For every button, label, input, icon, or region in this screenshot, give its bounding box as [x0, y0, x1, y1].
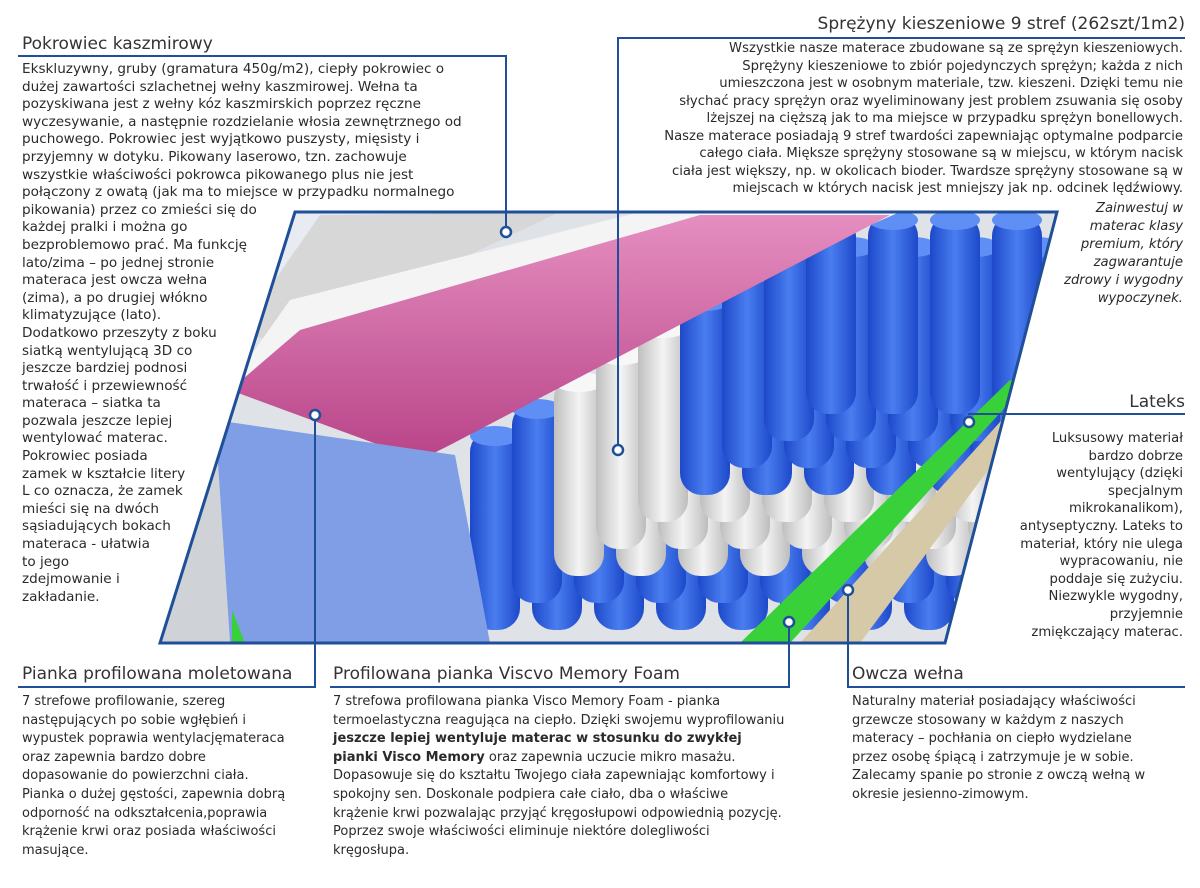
cover-callout-line: [18, 55, 507, 57]
visco-text-bold: jeszcze lepiej wentyluje materac w stosu…: [333, 731, 742, 765]
latex-callout-line: [968, 413, 1185, 415]
springs-text: Wszystkie nasze materace zbudowane są ze…: [664, 41, 1183, 196]
springs-callout-line: [617, 37, 1185, 39]
visco-callout-line: [330, 686, 790, 688]
springs-slogan: Zainwestuj w materac klasy premium, któr…: [1064, 201, 1183, 306]
visco-dot: [782, 615, 796, 629]
profiled-foam-title: Pianka profilowana moletowana: [22, 664, 293, 684]
pocket-spring: [764, 241, 814, 441]
springs-title: Sprężyny kieszeniowe 9 stref (262szt/1m2…: [817, 14, 1185, 34]
pocket-spring: [930, 214, 980, 414]
pocket-spring: [680, 295, 730, 495]
cover-title: Pokrowiec kaszmirowy: [22, 34, 213, 54]
wool-callout-line: [847, 590, 849, 688]
pocket-spring: [722, 268, 772, 468]
pocket-spring-top: [930, 212, 980, 230]
wool-dot: [841, 583, 855, 597]
visco-text-intro: 7 strefowa profilowana pianka Visco Memo…: [333, 694, 785, 728]
springs-dot: [611, 443, 625, 457]
pocket-spring: [806, 214, 856, 414]
pocket-spring-top: [992, 212, 1042, 230]
profiled-foam-callout-line: [18, 686, 316, 688]
wool-title: Owcza wełna: [852, 664, 964, 684]
visco-callout-line: [788, 622, 790, 688]
wool-text: Naturalny materiał posiadający właściwoś…: [852, 694, 1146, 802]
pocket-spring: [512, 403, 562, 603]
profiled-foam-dot: [308, 408, 322, 422]
latex-text: Luksusowy materiał bardzo dobrze wentylu…: [1019, 431, 1183, 640]
profiled-foam-callout-line: [314, 416, 316, 688]
latex-title: Lateks: [1129, 392, 1185, 412]
pocket-spring-top: [470, 426, 520, 446]
visco-text: 7 strefowa profilowana pianka Visco Memo…: [333, 693, 833, 860]
pocket-spring: [868, 214, 918, 414]
visco-title: Profilowana pianka Viscvo Memory Foam: [333, 664, 680, 684]
pocket-spring: [554, 376, 604, 576]
cover-dot: [499, 225, 513, 239]
visco-text-rest: oraz zapewnia uczucie mikro masażu. Dopa…: [333, 749, 782, 858]
cover-text: Ekskluzywny, gruby (gramatura 450g/m2), …: [22, 61, 462, 605]
cover-callout-line: [505, 55, 507, 230]
latex-dot: [962, 415, 976, 429]
pocket-spring: [470, 430, 520, 630]
profiled-foam-text: 7 strefowe profilowanie, szereg następuj…: [22, 694, 286, 858]
springs-callout-line: [617, 37, 619, 447]
wool-callout-line: [848, 686, 1185, 688]
pocket-spring: [638, 322, 688, 522]
